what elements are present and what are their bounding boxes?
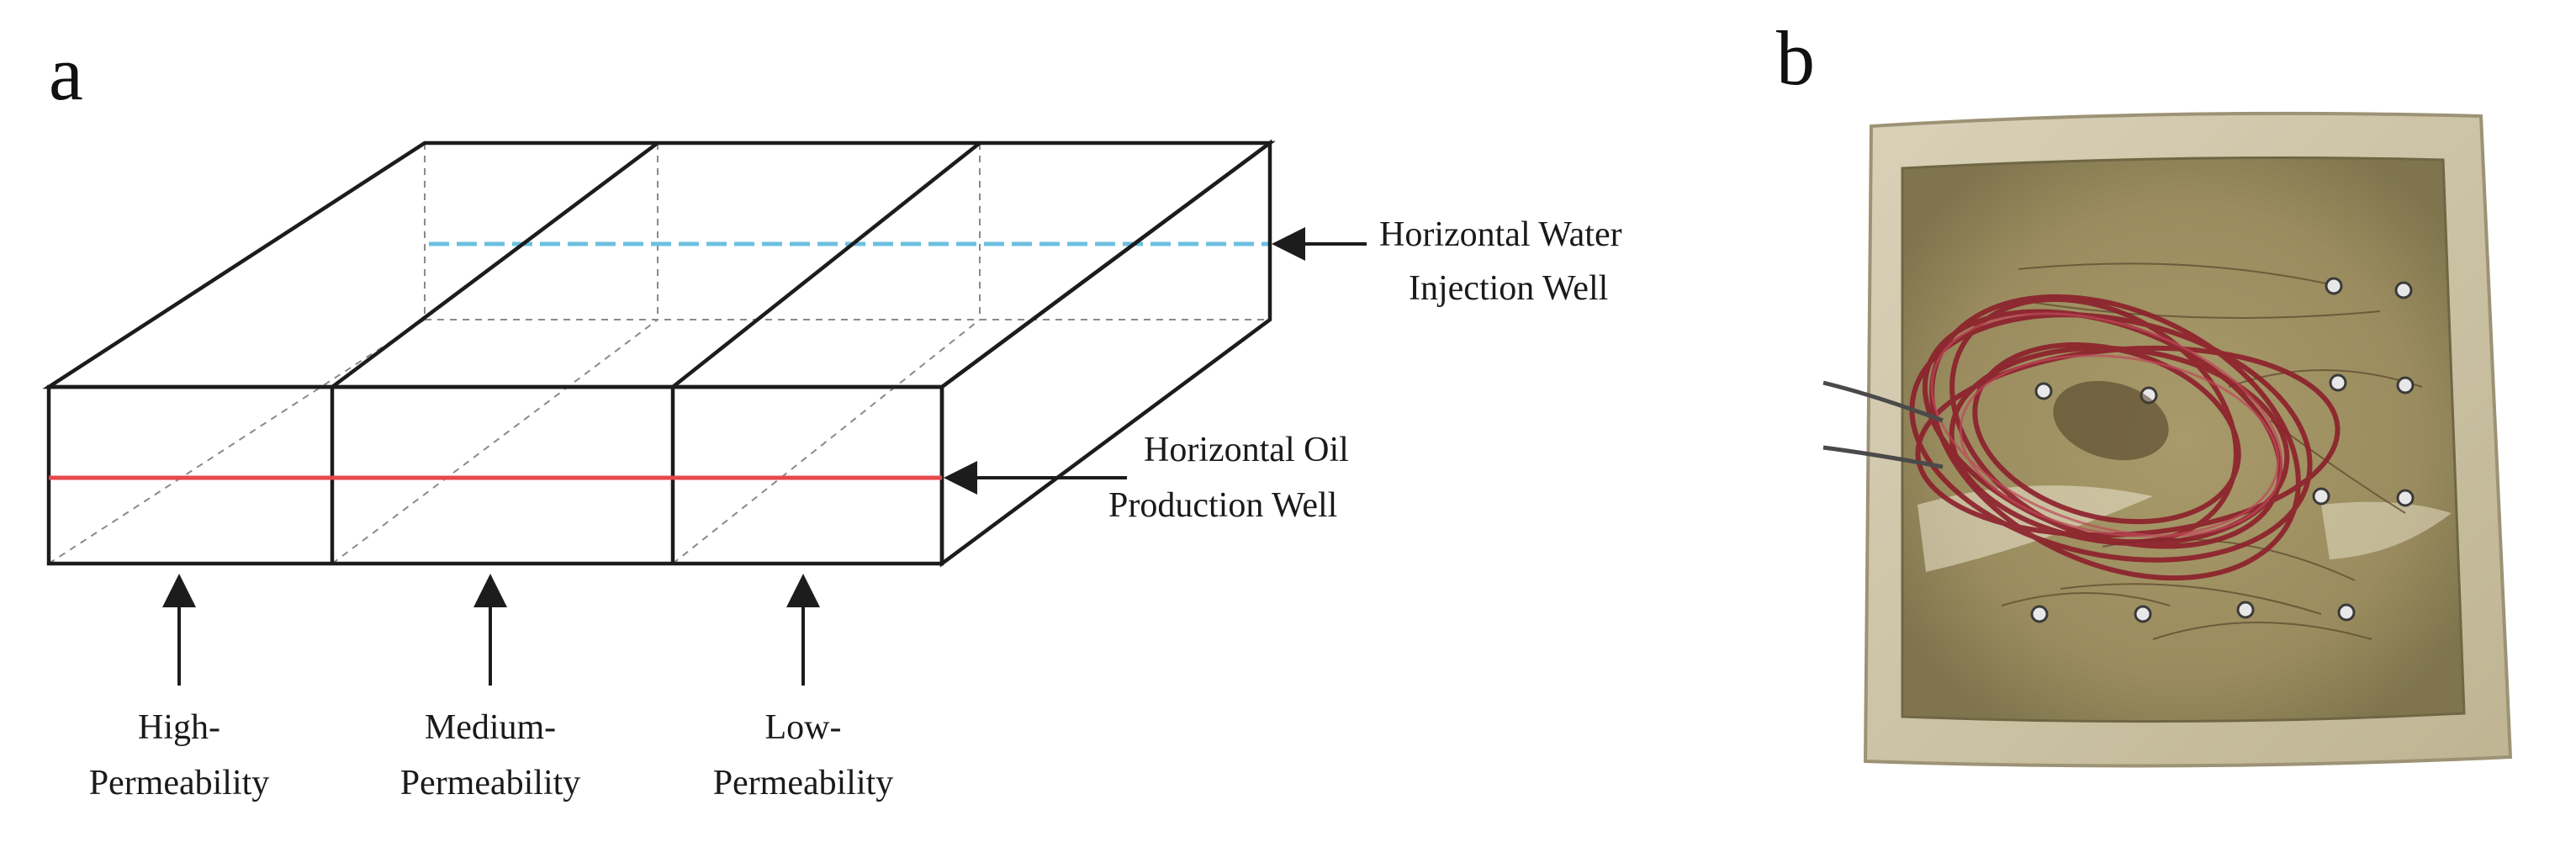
zone-label-medium: Medium- Permeability (400, 708, 581, 802)
zone-label-low-line2: Permeability (713, 764, 894, 802)
oil-production-label: Horizontal Oil Production Well (1108, 431, 1349, 525)
photo-wire-coil-highlight (1930, 312, 2283, 538)
water-injection-label-line1: Horizontal Water (1379, 215, 1622, 254)
hidden-edges (48, 143, 1270, 564)
zone-label-high-line1: High- (138, 708, 220, 747)
water-injection-label: Horizontal Water Injection Well (1379, 215, 1622, 308)
oil-production-label-line2: Production Well (1108, 486, 1337, 525)
oil-production-label-line1: Horizontal Oil (1144, 431, 1349, 469)
physical-model-photo (1822, 111, 2513, 768)
block-outline (42, 139, 1276, 568)
reservoir-block-diagram (42, 139, 1367, 686)
zone-label-medium-line2: Permeability (400, 764, 581, 802)
zone-label-medium-line1: Medium- (425, 708, 556, 747)
photo-core (1901, 156, 2466, 723)
zone-label-high: High- Permeability (89, 708, 270, 802)
photo-wire-leads (1822, 380, 1944, 469)
photo-glare-2 (2321, 501, 2452, 559)
zone-label-low: Low- Permeability (713, 708, 894, 802)
panel-label-a: a (49, 30, 83, 116)
zone-label-low-line1: Low- (765, 708, 842, 747)
water-injection-label-line2: Injection Well (1409, 269, 1608, 308)
photo-coil-center (2053, 380, 2169, 461)
zone-label-high-line2: Permeability (89, 764, 270, 802)
panel-label-b: b (1776, 15, 1815, 101)
